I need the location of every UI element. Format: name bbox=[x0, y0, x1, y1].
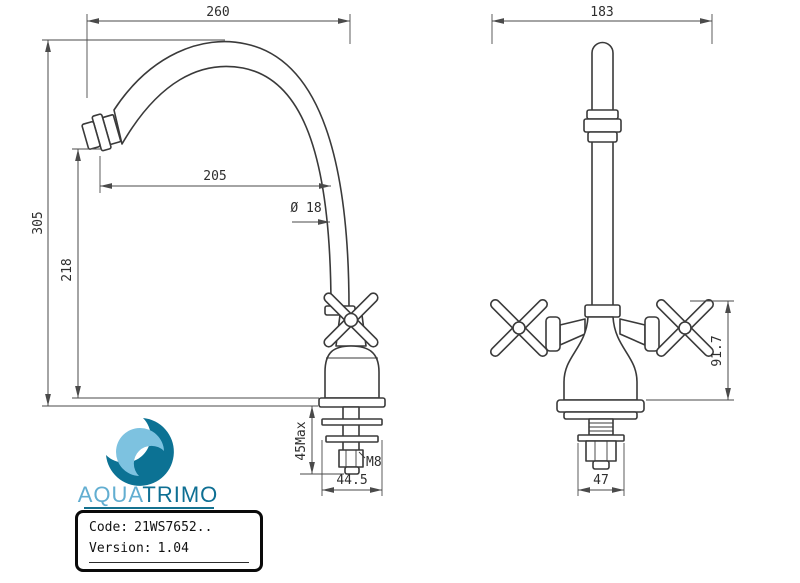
shank-tip bbox=[344, 466, 360, 475]
ring-main bbox=[583, 118, 622, 133]
dimension-dia18: Ø 18 bbox=[290, 201, 330, 225]
dim-label-dia18: Ø 18 bbox=[290, 201, 321, 216]
base-flange bbox=[556, 399, 645, 413]
brand-wordmark: AQUATRIMO bbox=[65, 482, 231, 508]
base-plate bbox=[318, 397, 386, 408]
shank-tip-front bbox=[592, 460, 610, 470]
mounting-nut-front bbox=[585, 440, 617, 462]
dimension-205: 205 bbox=[99, 156, 331, 193]
brand-part-trimo: TRIMO bbox=[142, 482, 219, 507]
dimension-260: 260 bbox=[86, 5, 351, 98]
dimension-44-5: 44.5 bbox=[321, 440, 383, 496]
dim-label-m8: M8 bbox=[366, 455, 382, 470]
dim-label-183: 183 bbox=[590, 5, 613, 20]
cross-handle-left bbox=[490, 299, 548, 357]
washer-plate-1 bbox=[321, 418, 383, 426]
code-label: Code: bbox=[89, 520, 129, 535]
left-view: 260 205 Ø 18 305 bbox=[31, 5, 386, 496]
dim-label-91-7: 91.7 bbox=[710, 335, 725, 366]
dimension-47: 47 bbox=[577, 443, 625, 496]
version-value: 1.04 bbox=[157, 540, 189, 556]
logo-swirl-light bbox=[116, 428, 164, 476]
aerator-cap bbox=[81, 120, 101, 150]
spout-tube-path bbox=[113, 40, 350, 309]
brand-underline bbox=[84, 507, 214, 509]
dim-label-45max: 45Max bbox=[294, 421, 309, 460]
dim-label-205: 205 bbox=[203, 169, 226, 184]
cross-handle-right bbox=[656, 299, 714, 357]
version-label: Version: bbox=[89, 540, 152, 556]
dimension-305: 305 bbox=[31, 39, 318, 407]
handle-hub-right bbox=[644, 316, 660, 352]
right-view: 183 91.7 47 bbox=[490, 5, 734, 496]
arm-stem-right bbox=[619, 318, 646, 346]
info-box: Code: 21WS7652.. Version: 1.04 bbox=[75, 510, 263, 572]
dimension-91-7: 91.7 bbox=[646, 300, 734, 401]
dimension-m8: M8 bbox=[358, 451, 382, 470]
dim-label-44-5: 44.5 bbox=[336, 473, 367, 488]
brand-part-aqua: AQUA bbox=[77, 482, 143, 507]
handle-hub bbox=[512, 321, 526, 335]
ring-bottom bbox=[587, 131, 618, 143]
dimension-183: 183 bbox=[491, 5, 713, 44]
riser-pipe bbox=[591, 41, 614, 311]
dim-label-218: 218 bbox=[60, 258, 75, 281]
handle-hub-left bbox=[545, 316, 561, 352]
code-row: Code: 21WS7652.. bbox=[89, 518, 249, 539]
dim-label-305: 305 bbox=[31, 211, 46, 234]
dimension-218: 218 bbox=[60, 148, 319, 399]
handle-hub bbox=[678, 321, 692, 335]
dim-label-260: 260 bbox=[206, 5, 229, 20]
dim-label-47: 47 bbox=[593, 473, 609, 488]
washer-plate-2 bbox=[325, 435, 379, 443]
logo-mark bbox=[106, 418, 174, 486]
cross-handle-side bbox=[323, 292, 379, 348]
base-lip bbox=[563, 411, 638, 420]
spout-tip bbox=[81, 113, 122, 152]
body-collar bbox=[584, 304, 621, 318]
code-value: 21WS7652.. bbox=[134, 520, 213, 535]
version-row: Version: 1.04 bbox=[89, 539, 249, 563]
dimension-45max: 45Max bbox=[294, 406, 344, 475]
body-bell bbox=[324, 345, 380, 399]
ring-top bbox=[586, 109, 619, 120]
threaded-shank bbox=[342, 406, 360, 452]
shank-washer bbox=[577, 434, 625, 442]
handle-hub bbox=[343, 312, 359, 328]
